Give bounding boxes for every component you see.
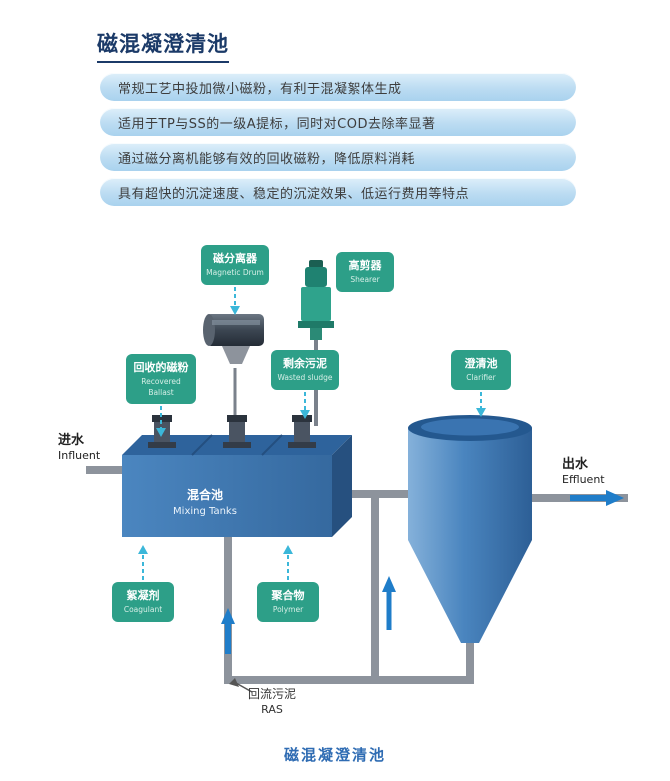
label-recovered-ballast: 回收的磁粉 Recovered Ballast (126, 354, 196, 404)
tank-divider-2 (261, 434, 283, 456)
feature-text-2: 适用于TP与SS的一级A提标，同时对COD去除率显著 (118, 116, 436, 132)
label-wasted-sludge-zh: 剩余污泥 (283, 356, 327, 370)
flow-arrows (221, 490, 624, 654)
feature-text-4: 具有超快的沉淀速度、稳定的沉淀效果、低运行费用等特点 (118, 186, 470, 202)
label-wasted-sludge-en: Wasted sludge (277, 373, 332, 382)
effluent-label-zh: 出水 (562, 456, 589, 472)
effluent-flow-arrow (570, 490, 624, 506)
tank-divider-1 (191, 434, 213, 456)
feature-bar-3: 通过磁分离机能够有效的回收磁粉，降低原料消耗 (100, 143, 576, 171)
label-polymer-zh: 聚合物 (271, 588, 305, 602)
label-recovered-ballast-en1: Recovered (141, 377, 181, 386)
label-recovered-ballast-zh: 回收的磁粉 (134, 360, 189, 374)
ras-pointer-head (229, 678, 239, 687)
label-polymer-en: Polymer (273, 605, 304, 614)
label-shearer-zh: 高剪器 (349, 258, 383, 272)
feature-bar-1: 常规工艺中投加微小磁粉，有利于混凝絮体生成 (100, 73, 576, 101)
diagram-caption: 磁混凝澄清池 (283, 746, 386, 764)
drum-pointer-arrow (230, 287, 240, 315)
tank-front-face (122, 455, 332, 537)
influent-label: 进水 Influent (58, 432, 101, 462)
label-shearer: 高剪器 Shearer (336, 252, 394, 292)
clarifier-pointer-arrow (476, 392, 486, 417)
drum-hopper (222, 346, 250, 364)
wasted-sludge-arrow (300, 392, 310, 419)
shearer-unit (298, 260, 334, 340)
process-diagram: 混合池 Mixing Tanks (58, 245, 628, 716)
clarifier-tank (408, 415, 532, 643)
label-clarifier-en: Clarifier (466, 373, 496, 382)
label-polymer: 聚合物 Polymer (257, 582, 319, 622)
clarifier-cone (408, 540, 532, 643)
label-coagulant-zh: 絮凝剂 (127, 588, 160, 602)
feature-bar-4: 具有超快的沉淀速度、稳定的沉淀效果、低运行费用等特点 (100, 178, 576, 206)
polymer-dosing-arrow (283, 545, 293, 580)
feature-text-1: 常规工艺中投加微小磁粉，有利于混凝絮体生成 (118, 81, 402, 97)
label-magnetic-drum-zh: 磁分离器 (213, 251, 258, 265)
mixer-2 (223, 415, 251, 448)
mixing-tank: 混合池 Mixing Tanks (122, 434, 352, 537)
label-clarifier-zh: 澄清池 (465, 356, 498, 370)
clarifier-rim-inner (421, 418, 519, 436)
label-wasted-sludge: 剩余污泥 Wasted sludge (271, 350, 339, 390)
label-magnetic-drum-en: Magnetic Drum (206, 268, 264, 277)
ras-pointer-line (235, 682, 253, 693)
ras-label: 回流污泥 RAS (229, 678, 296, 716)
magnetic-drum-unit (203, 314, 264, 364)
mixer-3 (288, 415, 316, 448)
label-recovered-ballast-en2: Ballast (148, 388, 173, 397)
label-clarifier: 澄清池 Clarifier (451, 350, 511, 390)
effluent-label-en: Effluent (562, 473, 605, 486)
feature-bar-2: 适用于TP与SS的一级A提标，同时对COD去除率显著 (100, 108, 576, 136)
label-magnetic-drum: 磁分离器 Magnetic Drum (201, 245, 269, 285)
mixing-tank-label-en: Mixing Tanks (173, 506, 237, 517)
label-coagulant-en: Coagulant (124, 605, 162, 614)
label-shearer-en: Shearer (350, 275, 380, 284)
ras-return-pipe (224, 535, 474, 684)
ras-label-en: RAS (261, 703, 283, 716)
influent-label-zh: 进水 (58, 432, 85, 448)
label-coagulant: 絮凝剂 Coagulant (112, 582, 174, 622)
clarifier-feed-up-arrow (382, 576, 396, 630)
clarifier-body (408, 428, 532, 540)
effluent-label: 出水 Effluent (562, 456, 605, 486)
recovered-ballast-arrow (156, 406, 166, 437)
ras-label-zh: 回流污泥 (248, 687, 296, 701)
ras-up-arrow (221, 608, 235, 654)
tank-side-face (332, 435, 352, 537)
feature-text-3: 通过磁分离机能够有效的回收磁粉，降低原料消耗 (118, 151, 416, 167)
coagulant-dosing-arrow (138, 545, 148, 580)
influent-label-en: Influent (58, 449, 101, 462)
mixing-tank-label-zh: 混合池 (187, 487, 223, 502)
dashed-arrows (138, 287, 486, 580)
page-title: 磁混凝澄清池 (97, 28, 229, 63)
